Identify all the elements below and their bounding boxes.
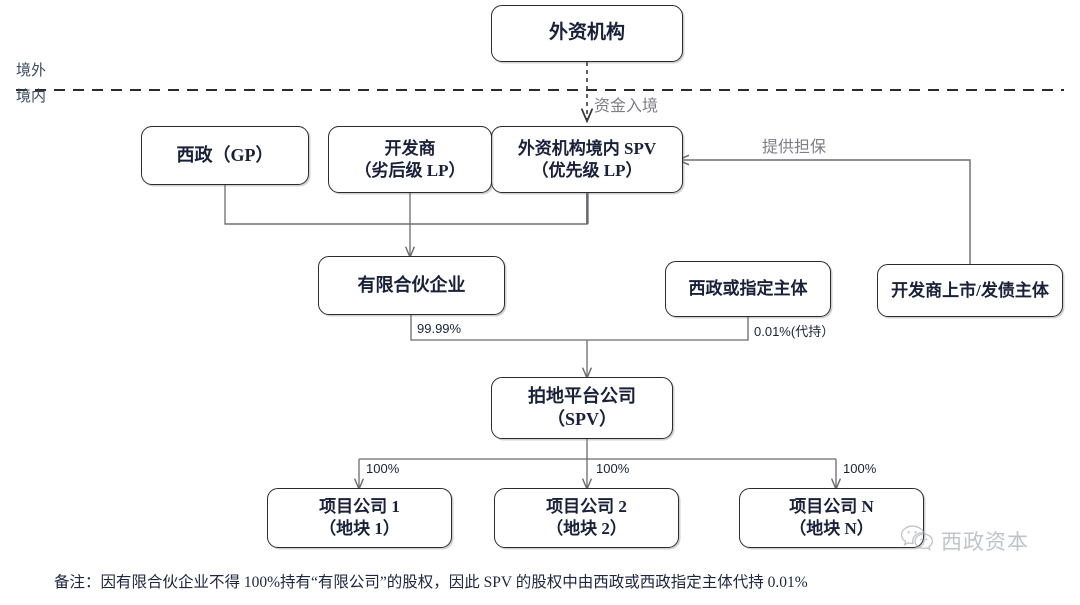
- node-bidding-platform[interactable]: 拍地平台公司 （SPV）: [491, 377, 673, 439]
- node-project-company-2[interactable]: 项目公司 2 （地块 2）: [494, 488, 679, 548]
- node-developer-line1: 开发商: [384, 138, 436, 158]
- node-foreign-institution-line1: 外资机构: [548, 22, 625, 44]
- node-developer[interactable]: 开发商 （劣后级 LP）: [328, 126, 492, 193]
- watermark-text: 西政资本: [941, 530, 1029, 554]
- footnote-text: 备注：因有限合伙企业不得 100%持有“有限公司”的股权，因此 SPV 的股权中…: [54, 574, 808, 591]
- node-onshore-spv[interactable]: 外资机构境内 SPV （优先级 LP）: [491, 126, 683, 193]
- edge-label-stake-100-b: 100%: [596, 461, 630, 476]
- node-developer-line2: （劣后级 LP）: [354, 160, 466, 180]
- node-foreign-institution[interactable]: 外资机构: [491, 5, 683, 62]
- node-xizheng-designated-line1: 西政或指定主体: [688, 279, 808, 299]
- node-project-company-n-line2: （地块 N）: [789, 519, 874, 538]
- node-project-company-n-line1: 项目公司 N: [789, 497, 874, 517]
- wire-guarantee: [679, 160, 971, 264]
- node-project-company-1-line1: 项目公司 1: [319, 497, 400, 517]
- node-xizheng-gp-line1: 西政（GP）: [176, 144, 274, 165]
- node-project-company-n[interactable]: 项目公司 N （地块 N）: [739, 488, 924, 548]
- node-developer-listed[interactable]: 开发商上市/发债主体: [877, 264, 1063, 317]
- node-onshore-spv-line2: （优先级 LP）: [531, 160, 643, 180]
- node-xizheng-gp[interactable]: 西政（GP）: [141, 126, 309, 185]
- edge-label-capital-inflow: 资金入境: [594, 98, 659, 115]
- watermark: 西政资本: [900, 524, 1029, 557]
- edge-label-stake-100-c: 100%: [843, 461, 877, 476]
- node-project-company-2-line2: （地块 2）: [546, 519, 627, 538]
- node-limited-partnership[interactable]: 有限合伙企业: [318, 256, 505, 315]
- edge-label-stake-9999: 99.99%: [417, 321, 462, 336]
- edge-label-stake-100-a: 100%: [366, 461, 400, 476]
- node-bidding-platform-line1: 拍地平台公司: [528, 385, 636, 406]
- node-project-company-1[interactable]: 项目公司 1 （地块 1）: [267, 488, 452, 548]
- node-onshore-spv-line1: 外资机构境内 SPV: [517, 138, 657, 158]
- edge-label-guarantee: 提供担保: [762, 139, 827, 156]
- node-project-company-1-line2: （地块 1）: [319, 519, 400, 538]
- boundary-label-offshore: 境外: [16, 63, 47, 79]
- node-project-company-2-line1: 项目公司 2: [546, 497, 627, 517]
- edge-label-stake-001: 0.01%(代持）: [754, 324, 835, 339]
- boundary-label-onshore: 境内: [16, 89, 47, 105]
- wire-designated-to-spv: [587, 315, 749, 341]
- node-developer-listed-line1: 开发商上市/发债主体: [891, 280, 1049, 300]
- wechat-icon: [900, 524, 934, 557]
- node-limited-partnership-line1: 有限合伙企业: [357, 274, 466, 295]
- node-bidding-platform-line2: （SPV）: [546, 409, 617, 429]
- node-xizheng-designated[interactable]: 西政或指定主体: [665, 261, 831, 317]
